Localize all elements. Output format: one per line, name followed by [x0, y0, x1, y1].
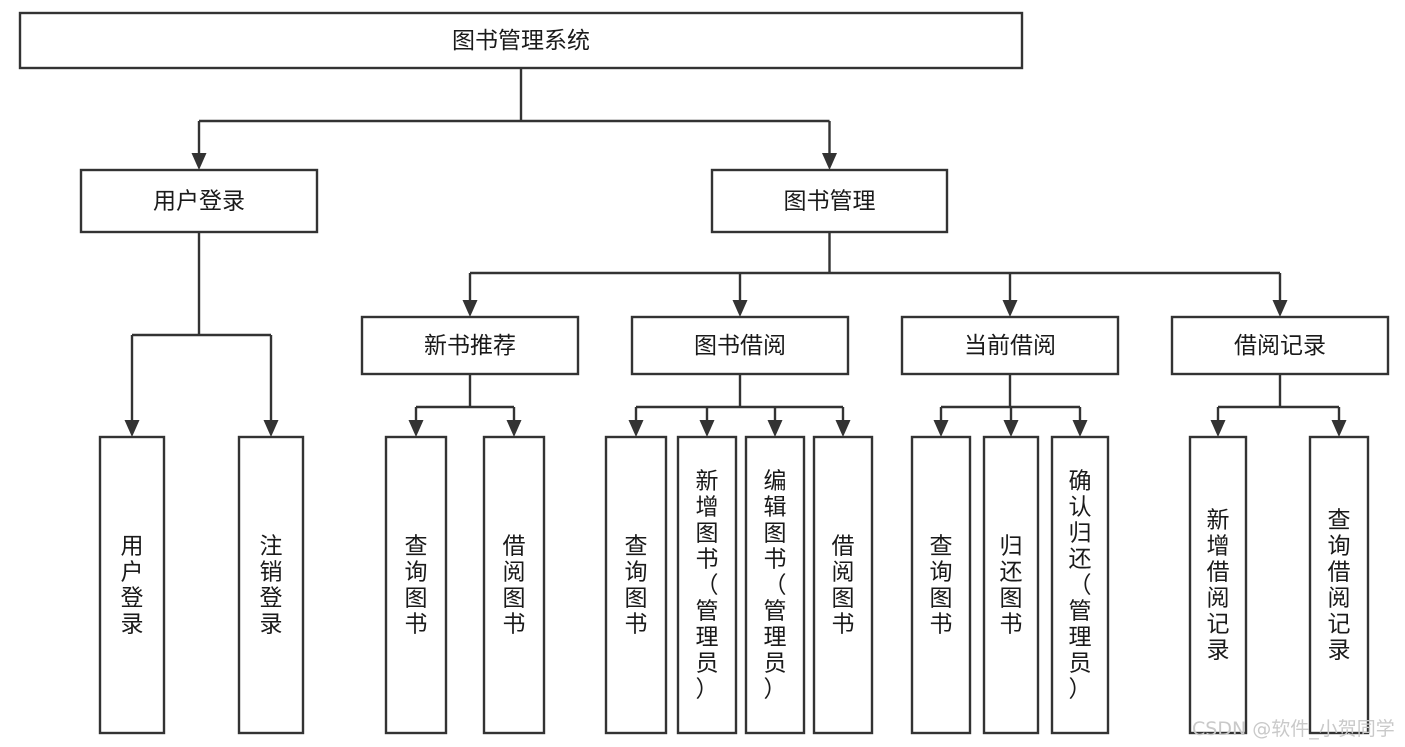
edge-record-branch-1-arrowhead — [1331, 420, 1347, 437]
node-leaf-2-label: 查询图书 — [405, 533, 428, 637]
node-l3-2-label: 当前借阅 — [964, 333, 1056, 359]
node-leaf-7-box[interactable] — [812, 435, 874, 735]
node-l3-3[interactable]: 借阅记录 — [1170, 315, 1390, 376]
edge-user-login-branch-1-arrowhead — [263, 420, 279, 437]
node-leaf-4[interactable]: 查询图书 — [604, 435, 668, 735]
node-leaf-4-label: 查询图书 — [625, 533, 648, 637]
node-l3-1[interactable]: 图书借阅 — [630, 315, 850, 376]
node-leaf-11-box[interactable] — [1188, 435, 1248, 735]
edge-book-mgmt-branch-1-arrowhead — [732, 300, 748, 317]
node-leaf-7[interactable]: 借阅图书 — [812, 435, 874, 735]
edge-root-branch-1-arrowhead — [822, 153, 837, 170]
node-leaf-1-label: 注销登录 — [260, 533, 283, 637]
node-leaf-8-box[interactable] — [910, 435, 972, 735]
edge-record-branch-0-arrowhead — [1210, 420, 1226, 437]
node-leaf-6-label: 编辑图书（管理员） — [764, 468, 787, 702]
node-l2-1-label: 图书管理 — [784, 189, 876, 215]
node-leaf-4-box[interactable] — [604, 435, 668, 735]
node-root-label: 图书管理系统 — [452, 28, 590, 54]
node-l3-1-box[interactable] — [630, 315, 850, 376]
node-l2-0-label: 用户登录 — [153, 189, 245, 215]
edge-borrow-branch-1-arrowhead — [699, 420, 715, 437]
node-leaf-1-box[interactable] — [237, 435, 305, 735]
node-leaf-6-box[interactable] — [744, 435, 806, 735]
node-l3-3-box[interactable] — [1170, 315, 1390, 376]
csdn-watermark: CSDN @软件_小贺同学 — [1192, 718, 1395, 740]
edge-current-branch-0-arrowhead — [933, 420, 949, 437]
node-leaf-0[interactable]: 用户登录 — [98, 435, 166, 735]
edge-book-mgmt-branch-0-arrowhead — [462, 300, 478, 317]
edge-new-book-branch-0-arrowhead — [408, 420, 424, 437]
node-leaf-9-box[interactable] — [982, 435, 1040, 735]
node-leaf-3-label: 借阅图书 — [503, 533, 526, 637]
node-l3-0-label: 新书推荐 — [424, 333, 516, 359]
edge-root-branch-0-arrowhead — [191, 153, 207, 170]
edge-book-mgmt-branch-2-arrowhead — [1002, 300, 1018, 317]
node-leaf-6[interactable]: 编辑图书（管理员） — [744, 435, 806, 735]
edge-new-book-branch-1-arrowhead — [506, 420, 522, 437]
edge-borrow-branch-0-arrowhead — [628, 420, 644, 437]
node-leaf-0-box[interactable] — [98, 435, 166, 735]
edge-current-branch-2-arrowhead — [1072, 420, 1088, 437]
node-leaf-10[interactable]: 确认归还（管理员） — [1050, 435, 1110, 735]
node-leaf-5-label: 新增图书（管理员） — [696, 468, 719, 702]
node-leaf-5[interactable]: 新增图书（管理员） — [676, 435, 738, 735]
node-leaf-5-box[interactable] — [676, 435, 738, 735]
node-l3-0[interactable]: 新书推荐 — [360, 315, 580, 376]
node-root[interactable]: 图书管理系统 — [18, 11, 1024, 70]
node-leaf-11-label: 新增借阅记录 — [1207, 507, 1230, 663]
node-leaf-2-box[interactable] — [384, 435, 448, 735]
edge-book-mgmt-branch-3-arrowhead — [1272, 300, 1288, 317]
node-leaf-8[interactable]: 查询图书 — [910, 435, 972, 735]
nodes-layer: 图书管理系统用户登录图书管理新书推荐图书借阅当前借阅借阅记录用户登录注销登录查询… — [18, 11, 1390, 735]
node-l3-3-label: 借阅记录 — [1234, 333, 1326, 359]
node-leaf-9-label: 归还图书 — [1000, 533, 1023, 637]
node-leaf-11[interactable]: 新增借阅记录 — [1188, 435, 1248, 735]
node-leaf-8-label: 查询图书 — [930, 533, 953, 637]
node-l2-0[interactable]: 用户登录 — [79, 168, 319, 234]
node-leaf-10-label: 确认归还（管理员） — [1069, 468, 1092, 702]
edges-layer — [124, 68, 1347, 437]
edge-user-login-branch-0-arrowhead — [124, 420, 140, 437]
node-leaf-0-label: 用户登录 — [121, 533, 144, 637]
node-leaf-3-box[interactable] — [482, 435, 546, 735]
node-l2-1-box[interactable] — [710, 168, 949, 234]
edge-current-branch-1-arrowhead — [1003, 420, 1019, 437]
node-leaf-12-label: 查询借阅记录 — [1328, 507, 1351, 663]
node-leaf-12-box[interactable] — [1308, 435, 1370, 735]
node-leaf-10-box[interactable] — [1050, 435, 1110, 735]
node-l3-2[interactable]: 当前借阅 — [900, 315, 1120, 376]
node-root-box[interactable] — [18, 11, 1024, 70]
node-leaf-1[interactable]: 注销登录 — [237, 435, 305, 735]
node-l2-1[interactable]: 图书管理 — [710, 168, 949, 234]
node-leaf-12[interactable]: 查询借阅记录 — [1308, 435, 1370, 735]
node-l3-1-label: 图书借阅 — [694, 333, 786, 359]
node-leaf-9[interactable]: 归还图书 — [982, 435, 1040, 735]
node-l2-0-box[interactable] — [79, 168, 319, 234]
edge-borrow-branch-3-arrowhead — [835, 420, 851, 437]
node-leaf-2[interactable]: 查询图书 — [384, 435, 448, 735]
node-leaf-3[interactable]: 借阅图书 — [482, 435, 546, 735]
node-l3-2-box[interactable] — [900, 315, 1120, 376]
node-leaf-7-label: 借阅图书 — [832, 533, 855, 637]
edge-borrow-branch-2-arrowhead — [767, 420, 783, 437]
node-l3-0-box[interactable] — [360, 315, 580, 376]
